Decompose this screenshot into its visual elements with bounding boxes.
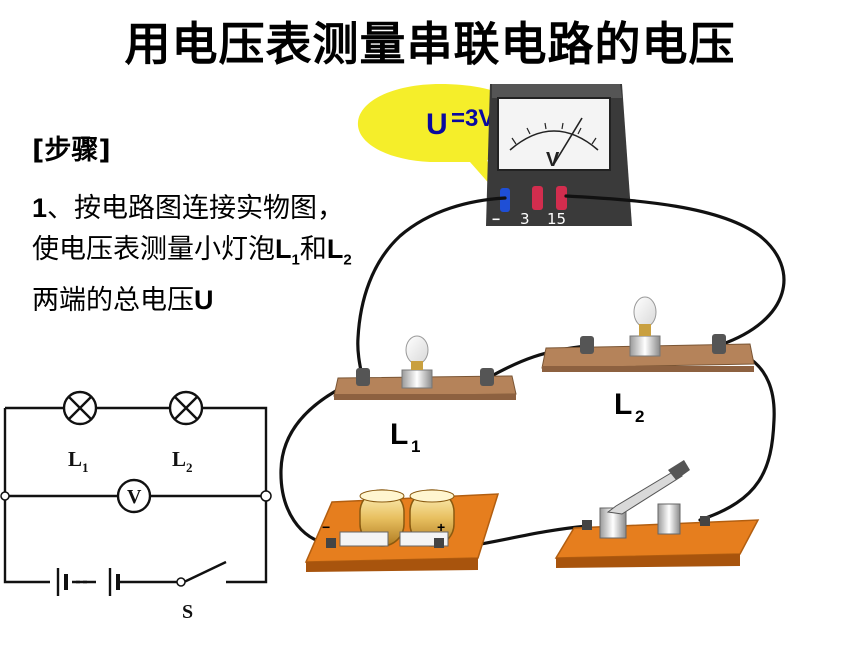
step-text-b: 两端的总电压 <box>32 285 194 317</box>
schematic-l2-label: L <box>172 447 186 471</box>
meter-scale-ticks <box>511 122 597 145</box>
callout-u: U <box>426 108 448 141</box>
meter-face <box>497 97 611 171</box>
wire-l2-to-switch <box>698 344 776 522</box>
terminal-negative <box>500 188 510 212</box>
meter-minus-label: − <box>492 211 500 227</box>
terminal-3 <box>532 186 543 210</box>
voltage-callout: U =3V <box>357 84 529 196</box>
l2-left-post <box>580 336 594 354</box>
step-l1: L <box>275 234 292 264</box>
switch-clip <box>657 503 681 535</box>
schematic-l1-lamp-icon <box>62 390 98 426</box>
schematic-l2-sub: 2 <box>186 460 193 475</box>
battery-plus-label: + <box>437 519 445 535</box>
l1-socket <box>401 369 433 389</box>
l1-right-post <box>480 368 494 386</box>
wire-l1-to-battery <box>279 376 364 546</box>
step-number: 1 <box>32 193 48 223</box>
schematic-l2-lamp-icon <box>168 390 204 426</box>
l2-bulb-icon <box>633 296 657 328</box>
l2-right-post <box>712 334 726 354</box>
switch-left-terminal <box>582 520 592 530</box>
schematic-switch-lever <box>183 560 227 584</box>
steps-heading: [步骤] <box>32 135 111 166</box>
lamp-l1-board <box>333 335 517 400</box>
photo-l1-sub: 1 <box>411 437 420 456</box>
meter-scale-arc <box>509 130 599 151</box>
knife-switch <box>554 460 760 568</box>
photo-l1-label: L <box>390 418 408 451</box>
schematic-switch-pivot <box>176 577 186 587</box>
wire-meter-to-l2 <box>564 194 786 347</box>
schematic-node-right <box>260 490 272 502</box>
l2-socket <box>629 335 661 357</box>
step-text-a: 、按电路图连接实物图，使电压表测量小灯泡 <box>32 193 345 265</box>
wire-meter-to-l1 <box>356 196 507 378</box>
switch-handle <box>668 460 690 480</box>
page-title: 用电压表测量串联电路的电压 <box>124 17 736 71</box>
battery-minus-label: − <box>322 519 330 535</box>
battery-holder: − + <box>304 489 500 572</box>
battery-neg-terminal <box>326 538 336 548</box>
step-and: 和 <box>299 234 327 265</box>
schematic-node-left <box>0 491 10 501</box>
lamp-l2-board <box>541 296 755 372</box>
schematic-switch-label: S <box>182 601 193 623</box>
step-u: U <box>194 285 214 316</box>
photo-l2-label: L <box>614 388 632 421</box>
meter-3-label: 3 <box>520 210 530 228</box>
callout-bubble <box>357 84 529 196</box>
step-1-text: 1、按电路图连接实物图，使电压表测量小灯泡L1和L2两端的总电压U <box>32 188 352 321</box>
terminal-15 <box>556 186 567 210</box>
switch-right-terminal <box>700 516 710 526</box>
step-l1-sub: 1 <box>291 251 300 269</box>
callout-value: =3V <box>451 105 494 132</box>
photo-l2-sub: 2 <box>635 407 644 426</box>
battery-pos-terminal <box>434 538 444 548</box>
step-l2: L <box>326 234 344 264</box>
l1-left-post <box>356 368 370 386</box>
meter-symbol: V <box>546 149 560 171</box>
voltmeter-device: V − 3 15 <box>486 84 632 228</box>
schematic-voltmeter-label: V <box>127 486 142 508</box>
step-l2-sub: 2 <box>343 251 352 269</box>
meter-15-label: 15 <box>547 210 566 228</box>
schematic-l1-label: L <box>68 447 82 471</box>
schematic-l1-sub: 1 <box>82 460 89 475</box>
meter-needle <box>553 117 583 165</box>
schematic-voltmeter-icon <box>116 478 152 514</box>
l1-bulb-icon <box>405 335 429 365</box>
